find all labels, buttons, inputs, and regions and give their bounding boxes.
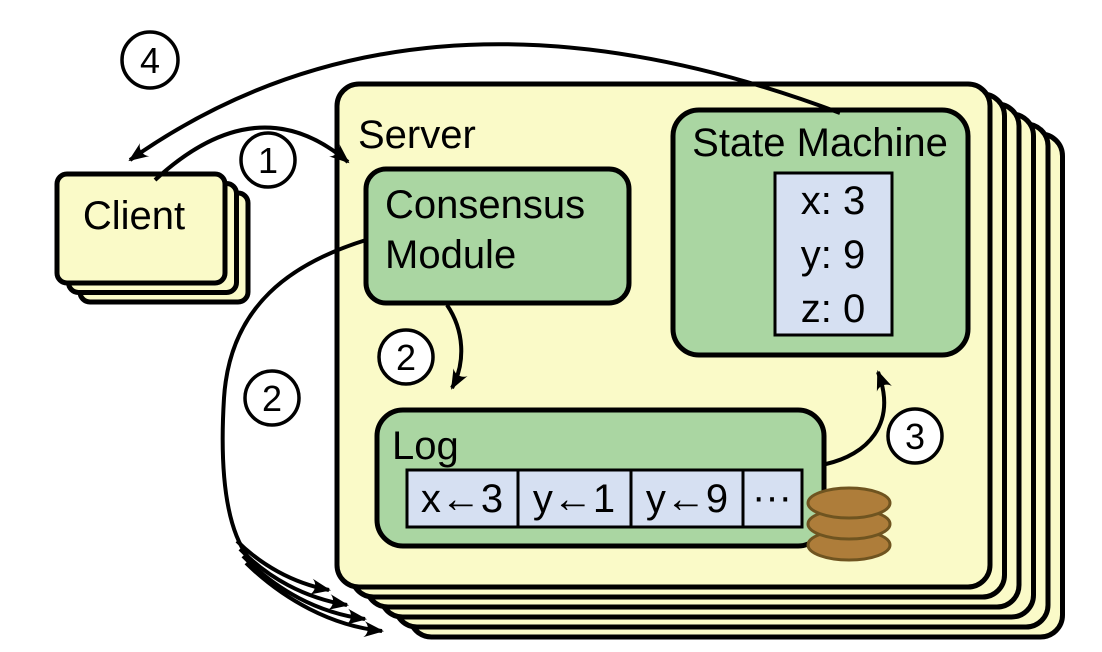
replicate-arrow-branch (241, 554, 367, 625)
log-entry-1: x←3 (421, 477, 503, 521)
disk-platter (806, 486, 892, 520)
arrow-step2-append-to-log (445, 303, 468, 390)
client-stack (54, 171, 251, 305)
badge-number: 2 (262, 378, 282, 419)
client-label: Client (83, 194, 185, 238)
step-badge-3: 3 (886, 407, 944, 465)
badge-circle (239, 131, 297, 189)
badge-circle (377, 328, 435, 386)
replicate-arrow-branch (238, 547, 349, 610)
state-entry-x: x: 3 (801, 179, 865, 223)
log-cell (405, 468, 520, 529)
log-cell (629, 468, 745, 529)
badge-number: 3 (905, 416, 925, 457)
step-badge-4: 4 (120, 30, 180, 90)
log-entry-ellipsis: ··· (752, 475, 792, 519)
state-machine-label: State Machine (692, 121, 948, 165)
step-badge-2-outer: 2 (243, 369, 301, 427)
consensus-module-label-line1: Consensus (385, 183, 585, 227)
badge-number: 2 (396, 337, 416, 378)
client-box (54, 171, 228, 286)
badge-number: 4 (140, 40, 160, 81)
log-cell (741, 468, 804, 529)
server-label: Server (358, 113, 476, 157)
step-badge-2-inner: 2 (377, 328, 435, 386)
log-cell (516, 468, 633, 529)
badge-circle (120, 30, 180, 90)
consensus-module-label-line2: Module (385, 233, 516, 277)
badge-number: 1 (258, 140, 278, 181)
badge-circle (886, 407, 944, 465)
log-entry-2: y←1 (533, 477, 615, 521)
log-label: Log (392, 424, 459, 468)
state-entry-z: z: 0 (801, 287, 865, 331)
arrow-step1-client-request (153, 125, 350, 182)
step-badge-1: 1 (239, 131, 297, 189)
arrow-step4-response-to-client (128, 42, 841, 162)
replicate-arc-stem (220, 238, 367, 559)
replicate-arrow-branch (235, 539, 331, 595)
badge-circle (243, 369, 301, 427)
state-entry-y: y: 9 (801, 233, 865, 277)
state-table (773, 171, 894, 337)
arrow-step3-apply-to-state-machine (825, 370, 892, 466)
replicate-arrow-branch (244, 561, 384, 638)
consensus-module-box (363, 166, 632, 306)
log-entry-3: y←9 (646, 477, 728, 521)
database-cylinder-icon (806, 486, 892, 562)
arrow-step2-replicate-to-servers (220, 238, 384, 638)
